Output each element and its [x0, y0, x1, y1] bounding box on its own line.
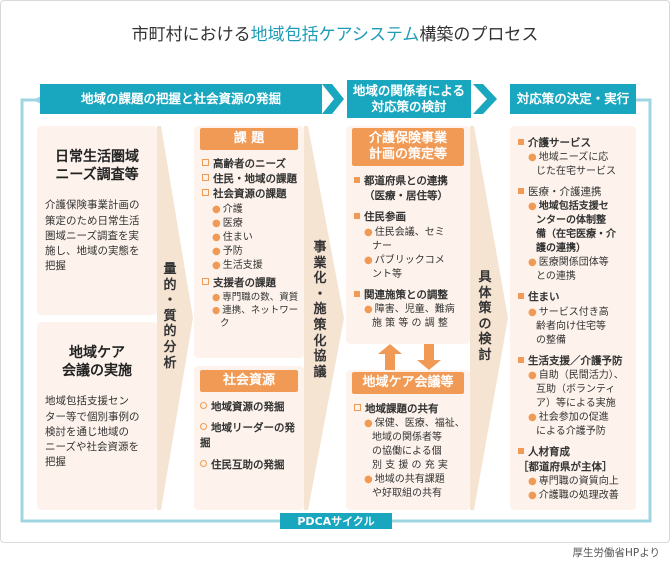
action-sub-item: ●介護職の処理改善	[528, 490, 619, 502]
issues-box: 課 題 高齢者のニーズ 住民・地域の課題 社会資源の課題 ●介護 ●医療 ●住ま…	[194, 126, 304, 358]
plan-sub-item: ●住民会議、セミナー	[364, 226, 445, 252]
policy-arrow	[304, 126, 344, 510]
implementation-label: 具体策の検討	[478, 270, 492, 363]
issue-supporters: 支援者の課題	[202, 276, 302, 291]
plan-item-prefecture: 都道府県との連携	[354, 174, 468, 189]
plan-item-coordination: 関連施策との調整	[354, 288, 468, 303]
action-housing: 住まい	[518, 290, 634, 305]
resource-item: 地域資源の発掘	[200, 400, 304, 415]
issue-sub-item: ●専門職の数、資質	[212, 291, 299, 303]
action-sub-item: ●サービス付き高齢者向け住宅等の整備	[528, 306, 609, 346]
issue-sub-item: ●予防	[212, 245, 243, 257]
needs-survey-body: 介護保険事業計画の策定のため日常生活圏域ニーズ調査を実施し、地域の実態を把握	[45, 199, 140, 273]
issue-residents: 住民・地域の課題	[202, 172, 302, 187]
action-life-support: 生活支援／介護予防	[518, 354, 634, 369]
needs-survey-title: 日常生活圏域ニーズ調査等	[55, 149, 139, 184]
care-meeting-body: 地域包括支援センター等で個別事例の検討を通じ地域のニーズや社会資源を把握	[45, 395, 140, 469]
action-medical-care: 医療・介護連携	[518, 185, 634, 200]
issues-header: 課 題	[200, 128, 298, 150]
resources-box: 社会資源 地域資源の発掘 地域リーダーの発掘 住民互助の発掘	[194, 366, 304, 510]
plan-item-prefecture-note: （医療・居住等）	[364, 190, 448, 203]
action-sub-item: ●専門職の資質向上	[528, 476, 619, 488]
plan-sub-item: ●障害、児童、難病施 策 等 の 調 整	[364, 303, 455, 329]
header-arrow-1	[322, 84, 344, 114]
care-meeting-detail-box: 地域ケア会議等 地域課題の共有 ●保健、医療、福祉、地域の関係者等の協働による個…	[346, 370, 470, 510]
policy-label: 事業化・施策化協議	[313, 240, 327, 380]
implementation-arrow	[470, 126, 508, 510]
analysis-arrow	[157, 126, 193, 510]
issue-sub-item: ●住まい	[212, 231, 253, 243]
care-meeting-header: 地域ケア会議等	[352, 372, 464, 394]
issue-sub-item: ●連携、ネットワーク	[212, 305, 299, 330]
action-training-note: ［都道府県が主体］	[518, 461, 613, 474]
action-sub-item: ●医療関係団体等との連携	[528, 257, 609, 283]
feedback-arrows	[378, 344, 441, 370]
actions-box: 介護サービス ●地域ニーズに応じた在宅サービス 医療・介護連携 ●地域包括支援セ…	[510, 126, 636, 510]
meeting-item-share: 地域課題の共有	[354, 402, 468, 417]
header-arrow-2	[473, 84, 497, 114]
action-sub-item: ●社会参加の促進による介護予防	[528, 411, 609, 437]
action-sub-item: ●自助（民間活力）、互助（ボランティア）等による実施	[528, 369, 624, 409]
action-sub-item: ●地域ニーズに応じた在宅サービス	[528, 152, 616, 178]
analysis-label: 量的・質的分析	[163, 262, 177, 371]
care-meeting-box: 地域ケア会議の実施 地域包括支援センター等で個別事例の検討を通じ地域のニーズや社…	[37, 322, 157, 510]
resource-item: 住民互助の発掘	[200, 458, 304, 473]
issue-elderly-needs: 高齢者のニーズ	[202, 157, 302, 172]
action-sub-item: ●地域包括支援センターの体制整備（在宅医療・介護の連携）	[528, 201, 616, 255]
header-col1: 地域の課題の把握と社会資源の発掘	[40, 84, 322, 114]
pdca-cycle-label: PDCAサイクル	[280, 513, 392, 529]
issue-social-resources: 社会資源の課題	[202, 187, 302, 202]
header-col4: 対応策の決定・実行	[510, 84, 636, 114]
issue-sub-item: ●生活支援	[212, 259, 263, 271]
source-credit: 厚生労働省HPより	[572, 547, 660, 559]
header-col3: 地域の関係者による対応策の検討	[347, 80, 471, 118]
resource-item: 地域リーダーの発掘	[200, 422, 295, 450]
care-meeting-title: 地域ケア会議の実施	[62, 345, 132, 380]
care-plan-box: 介護保険事業計画の策定等 都道府県との連携 （医療・居住等） 住民参画 ●住民会…	[346, 126, 470, 344]
meeting-sub-item: ●地域の共有課題や好取組の共有	[364, 474, 445, 500]
resources-header: 社会資源	[200, 370, 298, 392]
issue-sub-item: ●医療	[212, 217, 243, 229]
issue-sub-item: ●介護	[212, 203, 243, 215]
care-plan-header: 介護保険事業計画の策定等	[352, 128, 464, 166]
page-title: 市町村における地域包括ケアシステム構築のプロセス	[131, 25, 539, 45]
action-training: 人材育成	[518, 445, 634, 460]
meeting-sub-item: ●保健、医療、福祉、地域の関係者等の協働による個別 支 援 の 充 実	[364, 418, 465, 472]
plan-sub-item: ●パブリックコメント等	[364, 254, 445, 280]
plan-item-participation: 住民参画	[354, 210, 468, 225]
needs-survey-box: 日常生活圏域ニーズ調査等 介護保険事業計画の策定のため日常生活圏域ニーズ調査を実…	[37, 126, 157, 315]
action-care-service: 介護サービス	[518, 136, 634, 151]
